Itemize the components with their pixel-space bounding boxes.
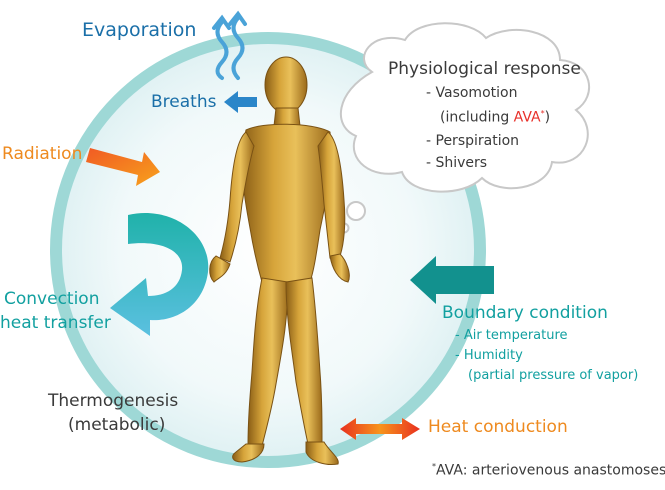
radiation-label: Radiation [2,145,82,165]
physiological-title: Physiological response [388,60,581,80]
convection-label-line2: heat transfer [0,314,111,334]
thermogenesis-label-line2: (metabolic) [68,416,165,436]
convection-label-line1: Convection [4,290,99,310]
boundary-item-air-temperature: - Air temperature [455,329,568,344]
boundary-item-humidity: - Humidity [455,349,523,364]
footnote: *AVA: arteriovenous anastomoses [432,462,665,479]
ava-suffix: ) [545,110,550,126]
boundary-title: Boundary condition [442,304,608,324]
boundary-item-partial-pressure: (partial pressure of vapor) [468,369,638,384]
thermogenesis-label-line1: Thermogenesis [48,392,178,412]
heat-conduction-label: Heat conduction [428,418,568,438]
ava-prefix: (including [440,110,514,126]
physiological-item-vasomotion: - Vasomotion [426,85,517,101]
breaths-label: Breaths [151,93,216,113]
physiological-item-shivers: - Shivers [426,155,487,171]
physiological-item-perspiration: - Perspiration [426,133,519,149]
footnote-text: AVA: arteriovenous anastomoses [436,463,665,479]
evaporation-label: Evaporation [82,20,196,42]
ava-term: AVA [514,110,541,126]
physiological-item-ava-line: (including AVA*) [440,109,550,126]
